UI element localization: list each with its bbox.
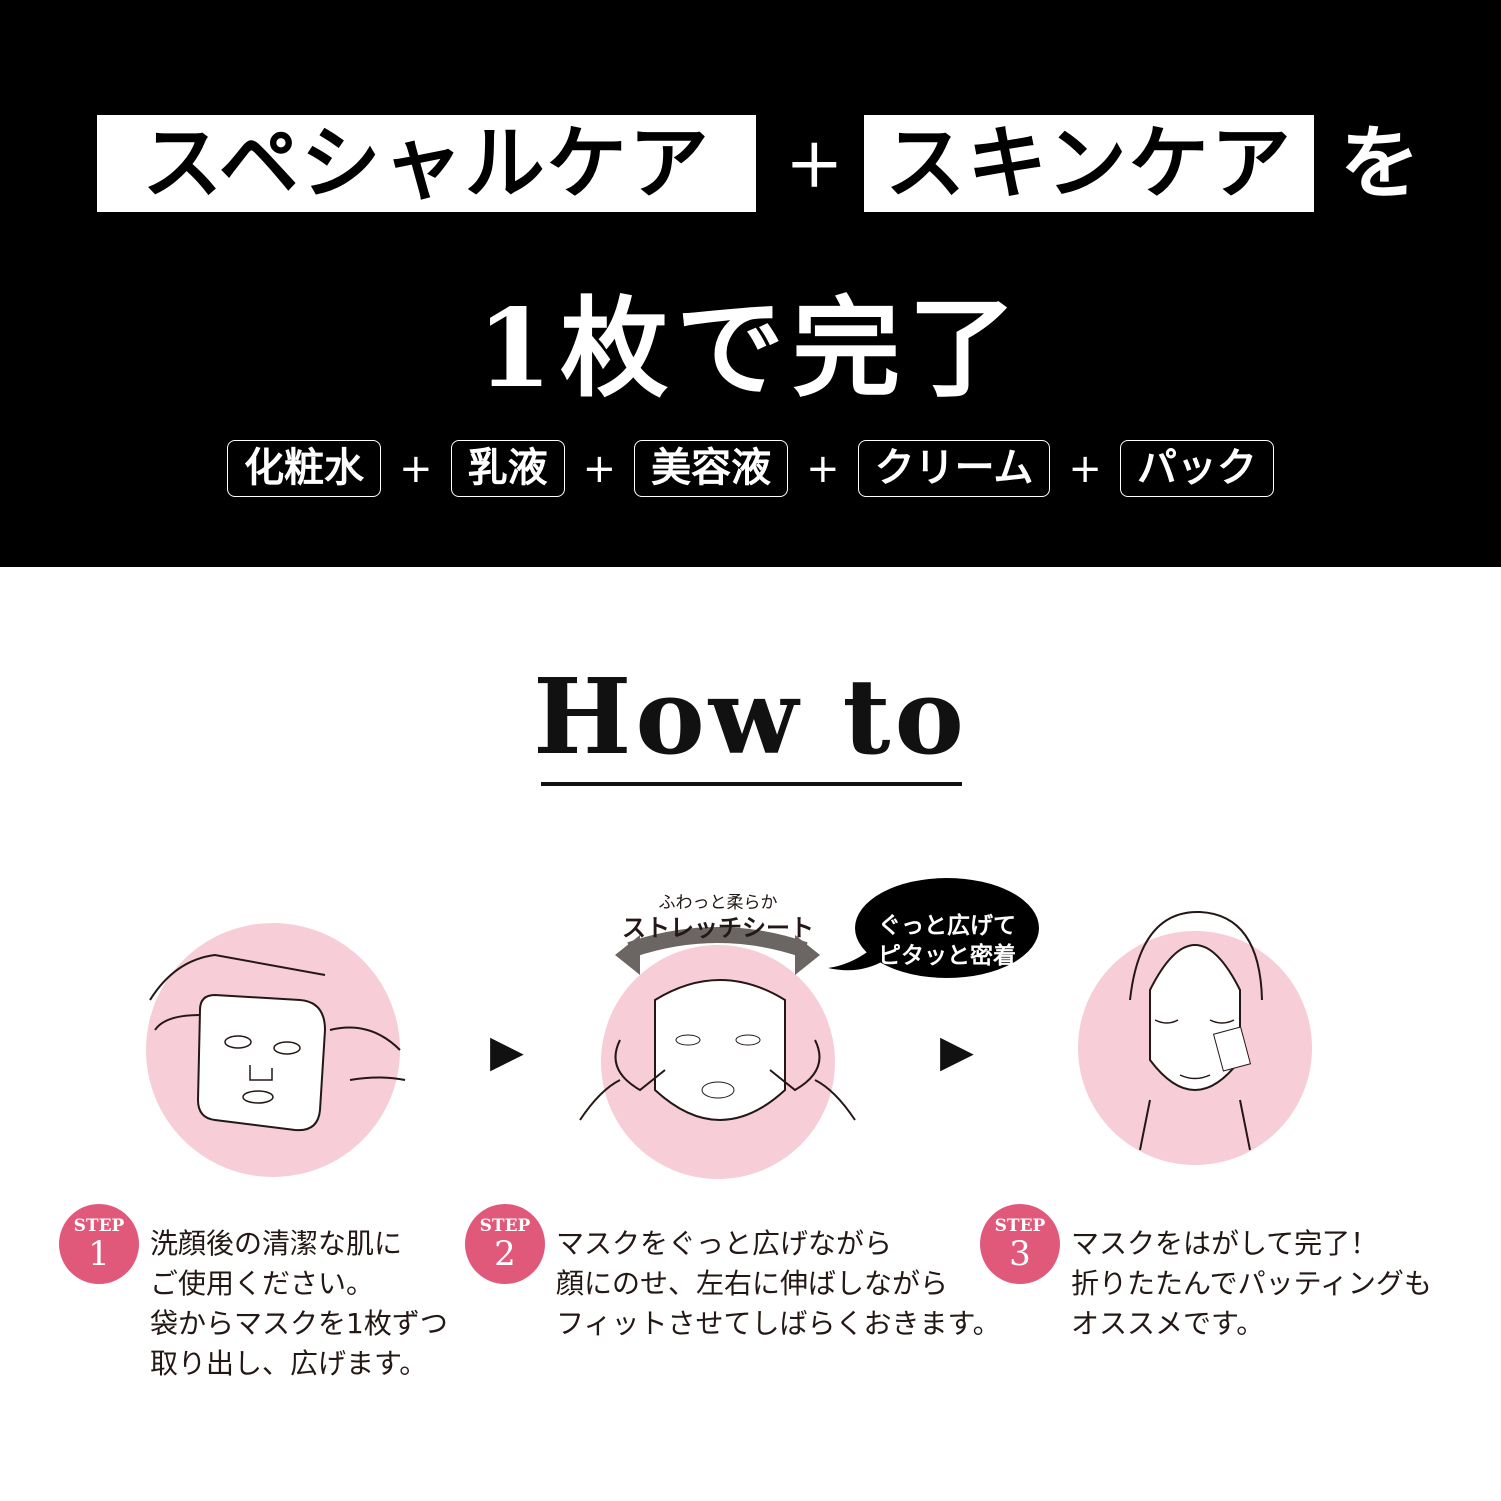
item-plus: +: [399, 445, 433, 492]
headline-particle: を: [1340, 116, 1420, 210]
hero-banner: スペシャルケア + スキンケア を 1枚で完了 化粧水 + 乳液 + 美容液 +…: [0, 0, 1501, 567]
item-pill: 美容液: [634, 440, 789, 497]
headline-skin-care: スキンケア: [864, 115, 1314, 212]
step-3-text: マスクをはがして完了！ 折りたたんでパッティングも オススメです。: [1071, 1224, 1432, 1344]
step-2-text: マスクをぐっと広げながら 顔にのせ、左右に伸ばしながら フィットさせてしばらくお…: [556, 1224, 1001, 1344]
step3-illustration: [1078, 910, 1312, 1165]
step-line: 取り出し、広げます。: [150, 1347, 428, 1380]
step-label: STEP: [994, 1216, 1046, 1236]
items-row: 化粧水 + 乳液 + 美容液 + クリーム + パック: [0, 440, 1501, 497]
stretch-big-text: ストレッチシート: [622, 914, 814, 942]
bubble-line2: ピタッと密着: [878, 942, 1016, 969]
step-line: 袋からマスクを1枚ずつ: [150, 1307, 448, 1340]
step-line: オススメです。: [1071, 1307, 1265, 1340]
step-line: ご使用ください。: [150, 1267, 375, 1300]
headline-plus: +: [785, 122, 844, 204]
item-pill: パック: [1119, 440, 1274, 497]
item-pill: 乳液: [450, 440, 565, 497]
step-line: 洗顔後の清潔な肌に: [150, 1227, 403, 1260]
step-line: 折りたたんでパッティングも: [1071, 1267, 1432, 1300]
step-number: 2: [494, 1234, 516, 1274]
arrow-icon: ▶: [490, 1026, 524, 1077]
steps-illustrations: ▶ ふわっと柔らか ストレッチシート ぐっと広げて ピタッと密着 ▶: [146, 878, 1312, 1179]
step1-illustration: [146, 923, 406, 1177]
step-number: 1: [88, 1234, 110, 1274]
step-line: フィットさせてしばらくおきます。: [556, 1307, 1001, 1340]
step-label: STEP: [73, 1216, 125, 1236]
how-to-title: How to: [533, 655, 968, 778]
item-plus: +: [806, 445, 840, 492]
step-number: 3: [1009, 1234, 1031, 1274]
step2-illustration: ふわっと柔らか ストレッチシート ぐっと広げて ピタッと密着: [579, 878, 1039, 1179]
step-label: STEP: [479, 1216, 531, 1236]
step-1-text: 洗顔後の清潔な肌に ご使用ください。 袋からマスクを1枚ずつ 取り出し、広げます…: [150, 1224, 448, 1384]
headline-one-sheet: 1枚で完了: [476, 286, 1025, 412]
title-underline: [541, 782, 962, 786]
headline-special-care: スペシャルケア: [97, 115, 756, 212]
arrow-icon: ▶: [940, 1026, 974, 1077]
bubble-line1: ぐっと広げて: [878, 912, 1016, 939]
item-pill: クリーム: [857, 440, 1051, 497]
item-plus: +: [582, 445, 617, 492]
item-pill: 化粧水: [227, 440, 382, 497]
step-line: 顔にのせ、左右に伸ばしながら: [556, 1267, 949, 1300]
stretch-small-text: ふわっと柔らか: [659, 893, 778, 913]
item-plus: +: [1068, 445, 1102, 492]
step-line: マスクをはがして完了！: [1071, 1227, 1379, 1260]
step-line: マスクをぐっと広げながら: [556, 1227, 893, 1260]
